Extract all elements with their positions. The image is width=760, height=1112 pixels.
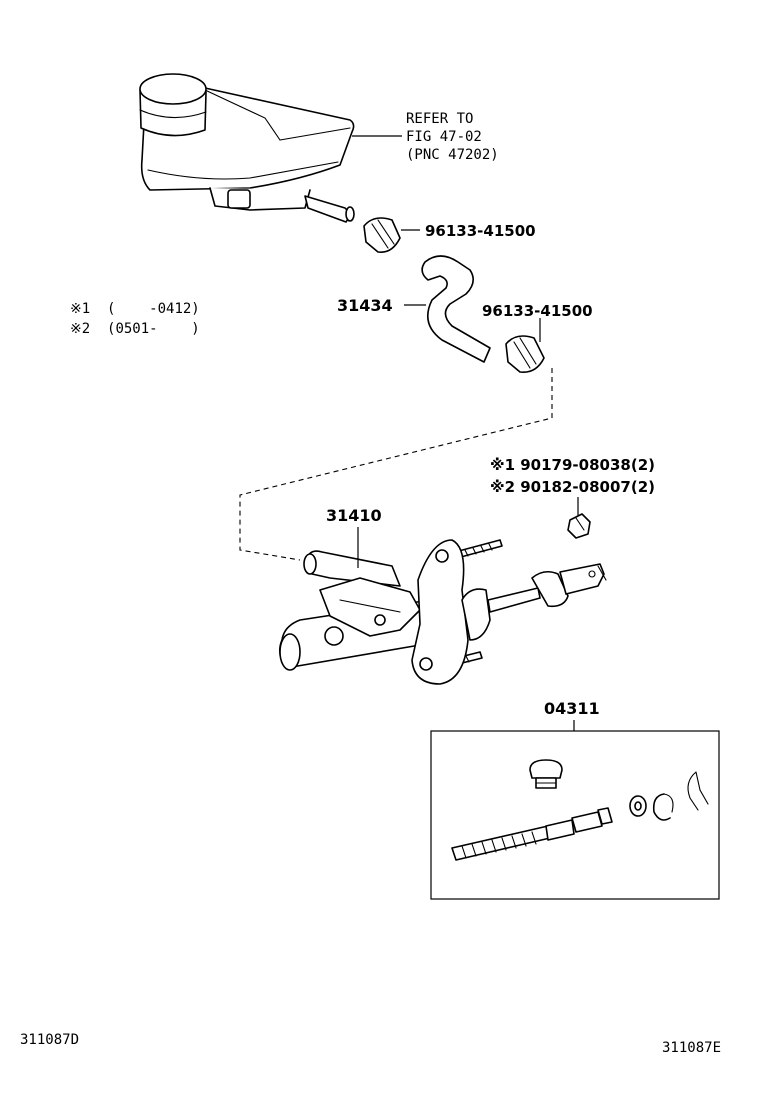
clamp-upper-label: 96133-41500 <box>425 222 536 240</box>
hose-routing-dashed-line <box>239 368 553 561</box>
repair-kit-label: 04311 <box>544 699 600 718</box>
legend-row-1: ※1 ( -0412) <box>70 301 200 317</box>
repair-kit-clip <box>687 771 709 811</box>
footer-left-code: 311087D <box>20 1032 79 1048</box>
repair-kit-piston-spring <box>451 807 613 861</box>
nut-callout-1: ※1 90179-08038(2) <box>490 456 655 474</box>
repair-kit-washer <box>629 795 647 817</box>
hose-clamp-upper <box>363 217 401 254</box>
clutch-master-cylinder <box>278 539 607 685</box>
hex-nut <box>567 513 591 539</box>
master-cylinder-label: 31410 <box>326 506 382 525</box>
nut-callout-2: ※2 90182-08007(2) <box>490 478 655 496</box>
hose-clamp-lower <box>505 335 545 374</box>
repair-kit-box <box>430 730 720 900</box>
hose-label: 31434 <box>337 296 393 315</box>
clamp-lower-label: 96133-41500 <box>482 302 593 320</box>
footer-right-code: 311087E <box>662 1040 721 1056</box>
legend-row-2: ※2 (0501- ) <box>70 321 200 337</box>
reservoir-ref-line2: FIG 47-02 <box>406 129 482 145</box>
repair-kit-snap-ring <box>652 793 674 821</box>
reservoir-ref-line3: (PNC 47202) <box>406 147 499 163</box>
reservoir-ref-line1: REFER TO <box>406 111 473 127</box>
reservoir-hose <box>421 255 491 363</box>
repair-kit-cap <box>529 759 563 789</box>
reservoir-cap <box>139 73 207 137</box>
